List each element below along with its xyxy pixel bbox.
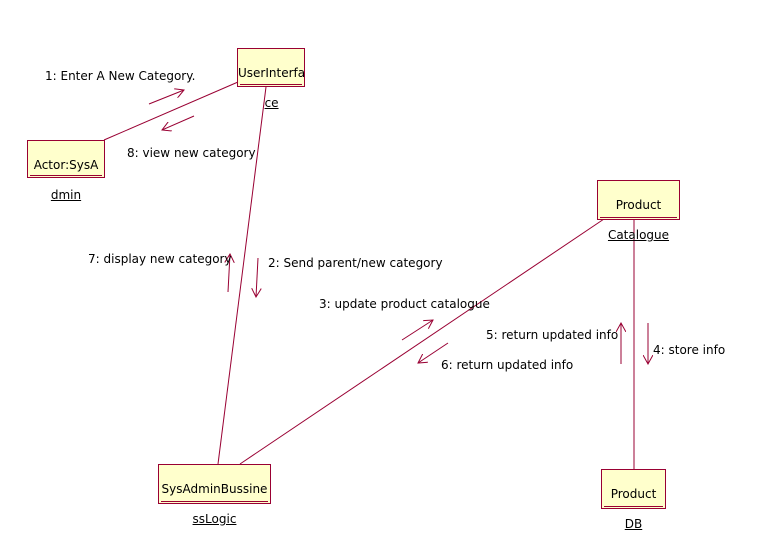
object-logic-line1: SysAdminBussine: [161, 482, 268, 496]
object-user-interface-line2: ce: [264, 96, 279, 110]
object-logic-line2: ssLogic: [192, 512, 237, 526]
message-label-6: 6: return updated info: [441, 358, 574, 372]
object-actor-line2: dmin: [50, 188, 82, 202]
object-catalogue-line2: Catalogue: [607, 228, 670, 242]
message-label-1: 1: Enter A New Category.: [45, 69, 196, 83]
arrow-msg-1: [148, 90, 184, 105]
arrow-msg-2: [256, 257, 258, 297]
arrow-msg-8: [162, 115, 195, 130]
message-label-7: 7: display new category: [88, 252, 232, 266]
link-actor-userinterface: [103, 81, 239, 141]
arrow-msg-7: [228, 254, 230, 293]
object-business-logic[interactable]: SysAdminBussine ssLogic: [158, 464, 271, 526]
object-product-db[interactable]: Product DB: [601, 469, 666, 531]
message-label-4: 4: store info: [653, 343, 726, 357]
link-logic-catalogue: [239, 218, 605, 465]
message-label-2: 2: Send parent/new category: [268, 256, 443, 270]
object-user-interface-line1: UserInterfa: [238, 66, 306, 80]
object-catalogue-line1: Product: [615, 198, 662, 212]
message-label-3: 3: update product catalogue: [319, 297, 490, 311]
object-db-line1: Product: [610, 487, 657, 501]
arrow-msg-6: [418, 342, 449, 363]
arrow-msg-3: [401, 320, 433, 341]
object-actor-sysadmin[interactable]: Actor:SysA dmin: [27, 140, 105, 202]
object-db-line2: DB: [624, 517, 643, 531]
message-label-5: 5: return updated info: [486, 328, 619, 342]
link-userinterface-logic: [217, 86, 267, 465]
object-actor-line1: Actor:SysA: [33, 158, 99, 172]
object-product-catalogue[interactable]: Product Catalogue: [597, 180, 680, 242]
object-user-interface[interactable]: UserInterfa ce: [237, 48, 306, 110]
message-label-8: 8: view new category: [127, 146, 256, 160]
